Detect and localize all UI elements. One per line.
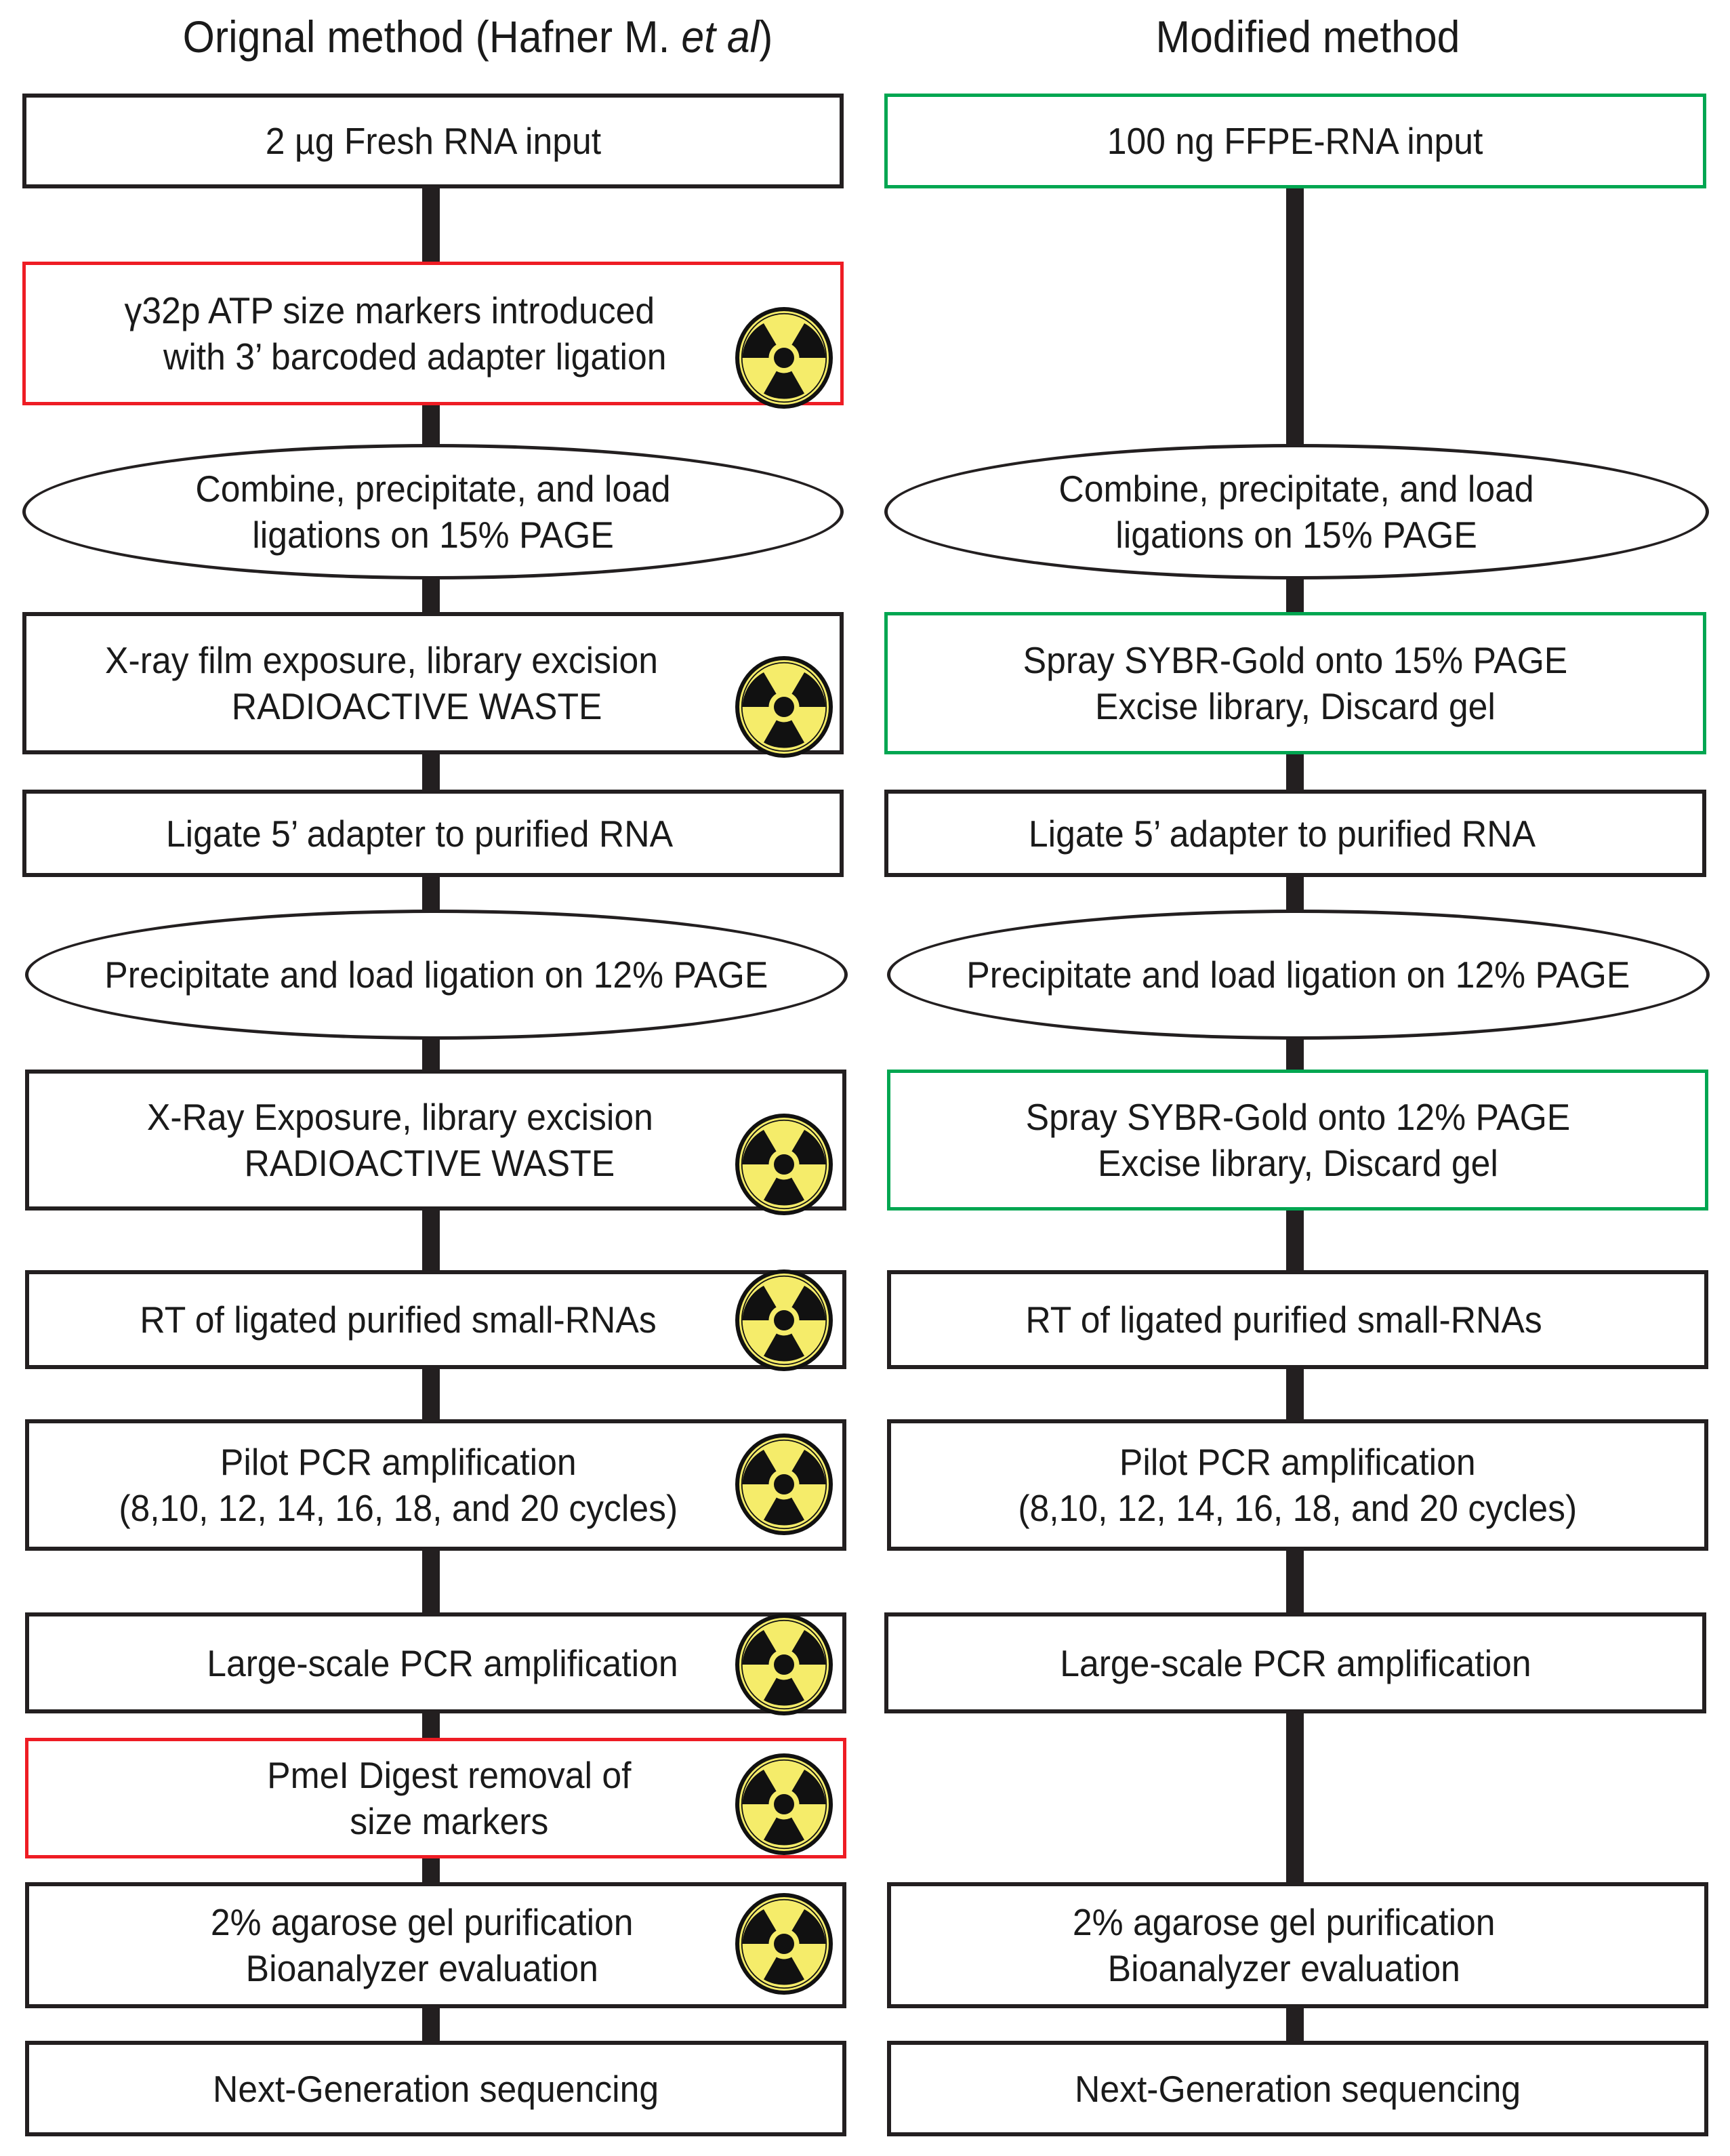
original-step-8: RT of ligated purified small-RNAs	[25, 1270, 846, 1369]
step-label: γ32p ATP size markers introduced with 3’…	[124, 289, 667, 378]
step-label: X-ray film exposure, library excision RA…	[105, 639, 659, 727]
step-label: RT of ligated purified small-RNAs	[1025, 1299, 1543, 1341]
step-label: Next-Generation sequencing	[1074, 2067, 1521, 2110]
modified-step-2: Combine, precipitate, and load ligations…	[884, 444, 1709, 579]
modified-step-11: Next-Generation sequencing	[887, 2041, 1708, 2136]
original-title-suffix: )	[759, 12, 773, 62]
original-step-10: Large-scale PCR amplification	[25, 1612, 846, 1713]
step-label: Pilot PCR amplification (8,10, 12, 14, 1…	[119, 1441, 678, 1529]
step-label: Spray SYBR-Gold onto 15% PAGE Excise lib…	[1023, 639, 1568, 727]
step-label: Combine, precipitate, and load ligations…	[195, 468, 671, 556]
step-label: Spray SYBR-Gold onto 12% PAGE Excise lib…	[1025, 1096, 1570, 1184]
modified-method-title: Modified method	[1155, 12, 1460, 62]
radiation-hazard-icon	[735, 1269, 833, 1372]
step-label: Precipitate and load ligation on 12% PAG…	[104, 954, 768, 996]
modified-step-4: Ligate 5’ adapter to purified RNA	[884, 790, 1706, 877]
step-label: Precipitate and load ligation on 12% PAG…	[966, 954, 1630, 996]
step-label: Large-scale PCR amplification	[207, 1642, 678, 1684]
modified-step-9: Large-scale PCR amplification	[884, 1612, 1706, 1713]
radiation-hazard-icon	[735, 1433, 833, 1536]
modified-step-8: Pilot PCR amplification (8,10, 12, 14, 1…	[887, 1419, 1708, 1551]
step-label: Ligate 5’ adapter to purified RNA	[1028, 812, 1536, 855]
step-label: X-Ray Exposure, library excision RADIOAC…	[146, 1096, 653, 1184]
modified-step-3: Spray SYBR-Gold onto 15% PAGE Excise lib…	[884, 612, 1706, 754]
original-step-11: PmeI Digest removal of size markers	[25, 1738, 846, 1858]
step-label: Large-scale PCR amplification	[1059, 1642, 1531, 1684]
original-step-1: 2 µg Fresh RNA input	[22, 94, 844, 188]
radiation-hazard-icon	[735, 1613, 833, 1716]
radiation-hazard-icon	[735, 306, 833, 409]
modified-step-7: RT of ligated purified small-RNAs	[887, 1270, 1708, 1369]
step-label: PmeI Digest removal of size markers	[267, 1754, 632, 1842]
original-step-13: Next-Generation sequencing	[25, 2041, 846, 2136]
step-label: RT of ligated purified small-RNAs	[140, 1299, 657, 1341]
modified-step-1: 100 ng FFPE-RNA input	[884, 94, 1706, 188]
radiation-hazard-icon	[735, 1753, 833, 1856]
modified-step-6: Spray SYBR-Gold onto 12% PAGE Excise lib…	[887, 1070, 1708, 1211]
modified-step-10: 2% agarose gel purification Bioanalyzer …	[887, 1882, 1708, 2008]
original-step-12: 2% agarose gel purification Bioanalyzer …	[25, 1882, 846, 2008]
radiation-hazard-icon	[735, 1113, 833, 1216]
step-label: 100 ng FFPE-RNA input	[1107, 120, 1483, 162]
step-label: 2% agarose gel purification Bioanalyzer …	[1073, 1901, 1496, 1989]
radiation-hazard-icon	[735, 655, 833, 758]
original-step-4: X-ray film exposure, library excision RA…	[22, 612, 844, 754]
original-title-prefix: Orignal method (Hafner M.	[182, 12, 682, 62]
step-label: 2 µg Fresh RNA input	[265, 120, 601, 162]
original-step-6: Precipitate and load ligation on 12% PAG…	[25, 910, 848, 1040]
step-label: 2% agarose gel purification Bioanalyzer …	[211, 1901, 634, 1989]
original-step-2: γ32p ATP size markers introduced with 3’…	[22, 262, 844, 405]
step-label: Pilot PCR amplification (8,10, 12, 14, 1…	[1018, 1441, 1578, 1529]
radiation-hazard-icon	[735, 1892, 833, 1995]
original-step-3: Combine, precipitate, and load ligations…	[22, 444, 844, 579]
original-step-5: Ligate 5’ adapter to purified RNA	[22, 790, 844, 877]
step-label: Ligate 5’ adapter to purified RNA	[165, 812, 674, 855]
original-title-italic: et al	[681, 12, 760, 62]
original-step-7: X-Ray Exposure, library excision RADIOAC…	[25, 1070, 846, 1211]
step-label: Next-Generation sequencing	[212, 2067, 659, 2110]
step-label: Combine, precipitate, and load ligations…	[1058, 468, 1535, 556]
original-step-9: Pilot PCR amplification (8,10, 12, 14, 1…	[25, 1419, 846, 1551]
original-method-title: Orignal method (Hafner M. et al)	[125, 8, 830, 65]
modified-step-5: Precipitate and load ligation on 12% PAG…	[887, 910, 1710, 1040]
